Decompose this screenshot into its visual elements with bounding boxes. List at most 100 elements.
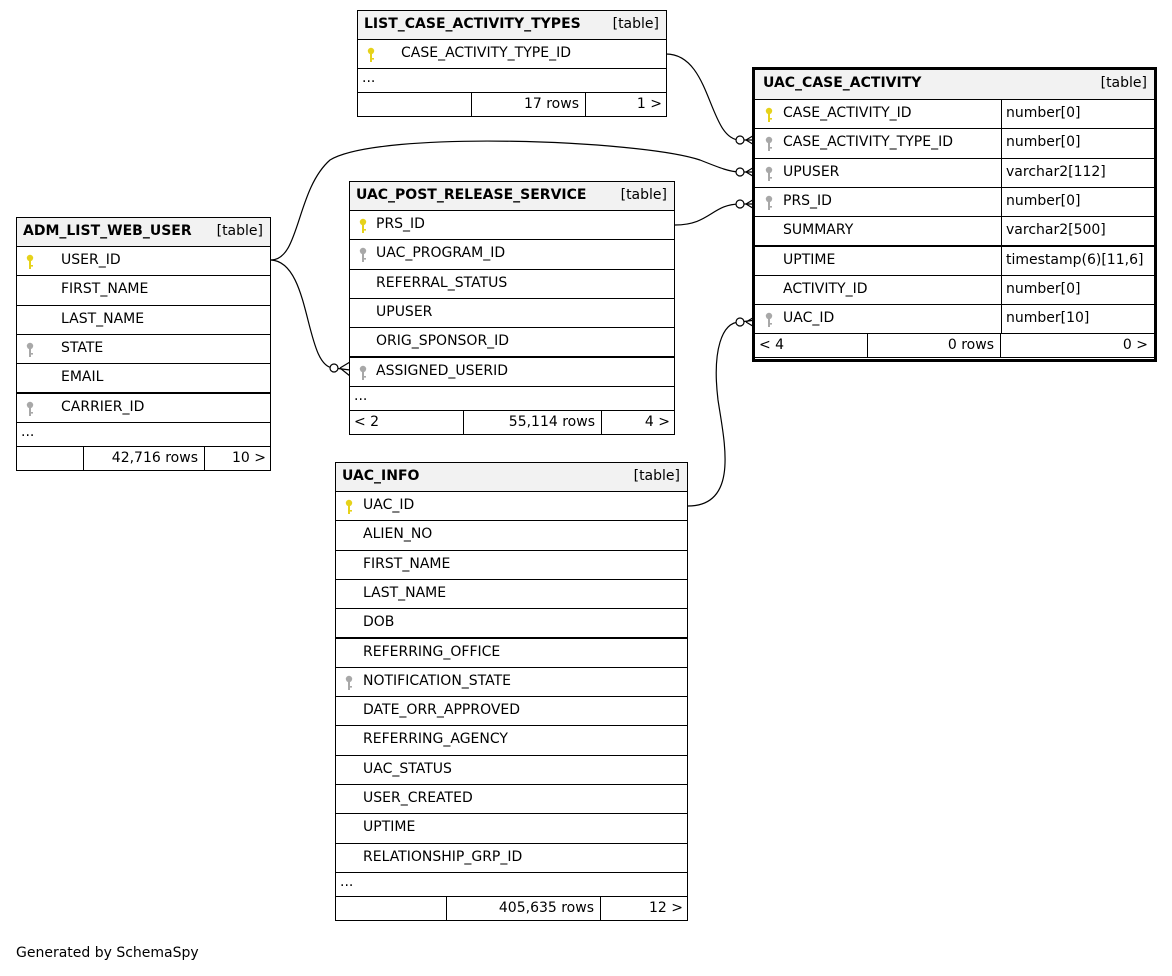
column-name: FIRST_NAME [61, 281, 149, 298]
more-columns-ellipsis: ... [362, 70, 376, 87]
table-kind: [table] [612, 16, 659, 32]
column-name: RELATIONSHIP_GRP_ID [363, 848, 523, 865]
parents-count[interactable]: < 4 [759, 337, 785, 354]
children-count[interactable]: 12 > [649, 899, 683, 916]
column-type: number[10] [1006, 310, 1090, 327]
foreign-key-icon [25, 400, 35, 416]
column-name: USER_CREATED [363, 790, 473, 806]
children-count[interactable]: 4 > [644, 413, 670, 430]
table-name: ADM_LIST_WEB_USER [23, 223, 192, 239]
column-name: REFERRAL_STATUS [376, 274, 508, 291]
relation-upuser [270, 140, 756, 261]
more-columns-row: ... [16, 421, 271, 447]
table-header: ADM_LIST_WEB_USER [table] [16, 217, 271, 247]
column-name: CARRIER_ID [61, 398, 145, 415]
column-type: varchar2[500] [1006, 222, 1106, 239]
table-kind: [table] [216, 223, 263, 239]
column-name: UPTIME [783, 251, 836, 268]
table-footer: 17 rows 1 > [357, 92, 667, 118]
column-name: UPUSER [783, 163, 840, 180]
more-columns-row: ... [335, 871, 688, 897]
column-row[interactable]: ACTIVITY_ID number[0] [754, 274, 1155, 306]
column-row[interactable]: CARRIER_ID [16, 392, 271, 423]
row-count: 17 rows [523, 96, 579, 113]
parents-count[interactable]: < 2 [354, 413, 380, 430]
table-adm-list-web-user[interactable]: ADM_LIST_WEB_USER [table] USER_ID FIRST_N… [16, 217, 271, 471]
column-row[interactable]: NOTIFICATION_STATE [335, 666, 688, 698]
column-row[interactable]: UAC_STATUS [335, 754, 688, 785]
column-row[interactable]: PRS_ID [349, 210, 675, 241]
column-name: DATE_ORR_APPROVED [363, 702, 521, 719]
table-uac-case-activity[interactable]: UAC_CASE_ACTIVITY [table] CASE_ACTIVITY_… [752, 67, 1157, 362]
column-name: UAC_PROGRAM_ID [376, 245, 506, 262]
foreign-key-icon [344, 674, 354, 690]
column-row[interactable]: STATE [16, 333, 271, 365]
column-name: STATE [61, 339, 104, 356]
relation-uac-id [687, 319, 757, 507]
column-name: USER_ID [61, 252, 121, 268]
column-row[interactable]: EMAIL [16, 363, 271, 394]
column-row[interactable]: DOB [335, 608, 688, 639]
more-columns-row: ... [349, 385, 675, 411]
column-row[interactable]: LAST_NAME [16, 304, 271, 335]
column-row[interactable]: ALIEN_NO [335, 520, 688, 551]
column-row[interactable]: UAC_ID [335, 491, 688, 522]
foreign-key-icon [764, 194, 774, 210]
column-name: PRS_ID [783, 192, 832, 209]
table-list-case-activity-types[interactable]: LIST_CASE_ACTIVITY_TYPES [table] CASE_AC… [357, 10, 667, 118]
row-count: 405,635 rows [498, 899, 594, 916]
column-row[interactable]: ORIG_SPONSOR_ID [349, 327, 675, 358]
column-row[interactable]: RELATIONSHIP_GRP_ID [335, 842, 688, 873]
column-row[interactable]: DATE_ORR_APPROVED [335, 696, 688, 727]
column-row[interactable]: UPTIME timestamp(6)[11,6] [754, 245, 1155, 276]
table-name: UAC_INFO [342, 468, 420, 484]
table-name: UAC_CASE_ACTIVITY [763, 75, 922, 91]
table-uac-post-release-service[interactable]: UAC_POST_RELEASE_SERVICE [table] PRS_ID U… [349, 181, 675, 435]
table-header: UAC_INFO [table] [335, 462, 688, 492]
column-row[interactable]: REFERRAL_STATUS [349, 268, 675, 299]
column-type: number[0] [1006, 280, 1081, 297]
column-row[interactable]: FIRST_NAME [16, 275, 271, 306]
column-type: varchar2[112] [1006, 163, 1106, 180]
children-count[interactable]: 10 > [232, 449, 266, 466]
column-row[interactable]: ASSIGNED_USERID [349, 356, 675, 387]
column-name: UPUSER [376, 303, 433, 320]
column-row[interactable]: UPUSER [349, 297, 675, 329]
column-row[interactable]: USER_CREATED [335, 784, 688, 815]
column-row[interactable]: REFERRING_OFFICE [335, 637, 688, 668]
table-kind: [table] [633, 468, 680, 484]
column-name: FIRST_NAME [363, 555, 451, 572]
column-row[interactable]: UPTIME [335, 813, 688, 844]
more-columns-ellipsis: ... [354, 387, 368, 404]
column-type: timestamp(6)[11,6] [1006, 251, 1144, 268]
column-name: UAC_STATUS [363, 760, 452, 777]
column-row[interactable]: LAST_NAME [335, 578, 688, 610]
primary-key-icon [344, 498, 354, 514]
column-row[interactable]: UAC_PROGRAM_ID [349, 239, 675, 270]
column-name: DOB [363, 614, 395, 631]
column-row[interactable]: FIRST_NAME [335, 549, 688, 580]
foreign-key-icon [358, 364, 368, 380]
column-row[interactable]: USER_ID [16, 246, 271, 277]
table-name: UAC_POST_RELEASE_SERVICE [356, 187, 587, 203]
children-count[interactable]: 1 > [636, 96, 662, 113]
column-row[interactable]: UPUSER varchar2[112] [754, 157, 1155, 188]
table-uac-info[interactable]: UAC_INFO [table] UAC_ID ALIEN_NO FIRST_NAM… [335, 462, 688, 922]
column-name: ALIEN_NO [363, 526, 433, 543]
column-name: ACTIVITY_ID [783, 280, 868, 297]
column-row[interactable]: REFERRING_AGENCY [335, 725, 688, 756]
foreign-key-icon [25, 341, 35, 357]
table-header: UAC_CASE_ACTIVITY [table] [754, 69, 1155, 100]
children-count[interactable]: 0 > [1122, 337, 1148, 354]
more-columns-ellipsis: ... [340, 873, 354, 890]
column-row[interactable]: CASE_ACTIVITY_TYPE_ID [357, 39, 667, 70]
table-header: UAC_POST_RELEASE_SERVICE [table] [349, 181, 675, 211]
column-name: UPTIME [363, 819, 416, 836]
